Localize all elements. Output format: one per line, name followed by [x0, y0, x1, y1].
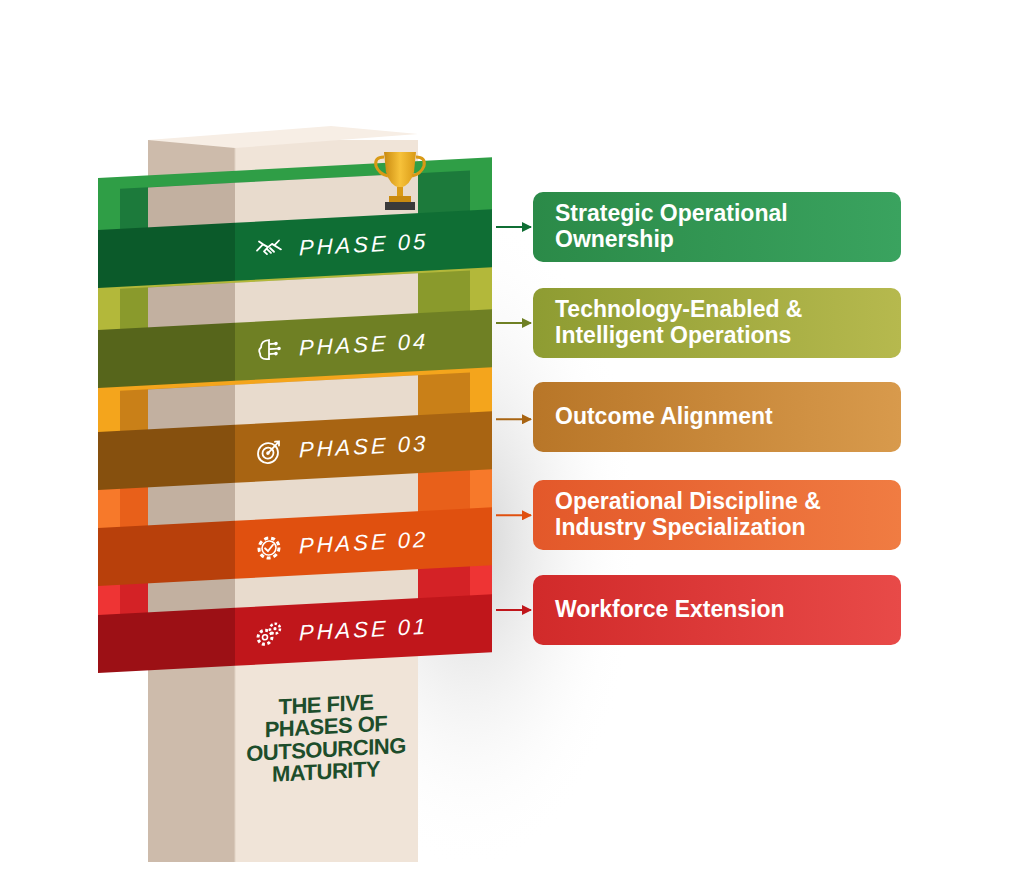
diagram-title: THE FIVE PHASES OF OUTSOURCING MATURITY: [240, 689, 412, 788]
phase-label-box: Outcome Alignment: [533, 382, 901, 452]
phase-icon: [255, 620, 283, 649]
phase-label-box: Technology-Enabled & Intelligent Operati…: [533, 288, 901, 358]
phase-icon: [255, 335, 283, 364]
connector-arrow: [496, 226, 531, 228]
ring-frames: [98, 157, 492, 673]
phase-band: PHASE 02: [235, 507, 492, 578]
phase-number: PHASE 05: [299, 229, 428, 262]
ring-side: [98, 608, 235, 673]
phase-label-box: Workforce Extension: [533, 575, 901, 645]
phase-name: Outcome Alignment: [555, 404, 773, 430]
phase-name: Technology-Enabled & Intelligent Operati…: [555, 297, 883, 349]
phase-band: PHASE 04: [235, 309, 492, 380]
phase-number: PHASE 01: [299, 614, 428, 647]
connector-arrow: [496, 514, 531, 516]
connector-arrow: [496, 609, 531, 611]
connector-arrow: [496, 418, 531, 420]
phase-icon: [255, 533, 283, 562]
ring-side: [98, 223, 235, 288]
ring-side: [98, 425, 235, 490]
phase-band: PHASE 01: [235, 594, 492, 665]
phase-icon: [255, 437, 283, 466]
phase-band: PHASE 05: [235, 209, 492, 280]
phase-name: Strategic Operational Ownership: [555, 201, 883, 253]
phase-number: PHASE 04: [299, 329, 428, 362]
ring-side: [98, 323, 235, 388]
phase-icon: [255, 235, 283, 264]
phase-label-box: Strategic Operational Ownership: [533, 192, 901, 262]
phase-number: PHASE 03: [299, 431, 428, 464]
trophy-icon: [376, 152, 425, 210]
phase-label-box: Operational Discipline & Industry Specia…: [533, 480, 901, 550]
connector-arrow: [496, 322, 531, 324]
ring-side: [98, 521, 235, 586]
phase-number: PHASE 02: [299, 527, 428, 560]
phase-name: Operational Discipline & Industry Specia…: [555, 489, 883, 541]
phase-name: Workforce Extension: [555, 597, 785, 623]
ring-frame: [98, 157, 492, 288]
phase-band: PHASE 03: [235, 411, 492, 482]
